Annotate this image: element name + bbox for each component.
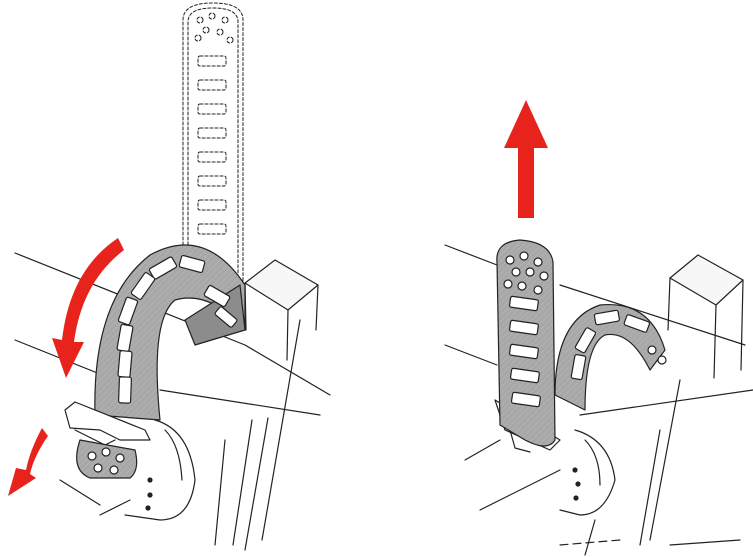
left-frame-post xyxy=(214,259,319,551)
left-strap xyxy=(94,244,246,421)
curved-arrow-icon xyxy=(8,428,48,496)
right-pulled-strap xyxy=(496,239,556,447)
right-handlebar xyxy=(444,244,753,511)
left-panel xyxy=(8,2,331,551)
right-wrapped-strap xyxy=(554,303,667,411)
left-mount-body xyxy=(59,401,196,521)
right-frame-post xyxy=(559,254,744,556)
curved-arrow-icon xyxy=(52,238,124,378)
right-panel xyxy=(444,100,753,556)
ghost-strap xyxy=(182,2,244,286)
straight-up-arrow-icon xyxy=(504,100,548,218)
